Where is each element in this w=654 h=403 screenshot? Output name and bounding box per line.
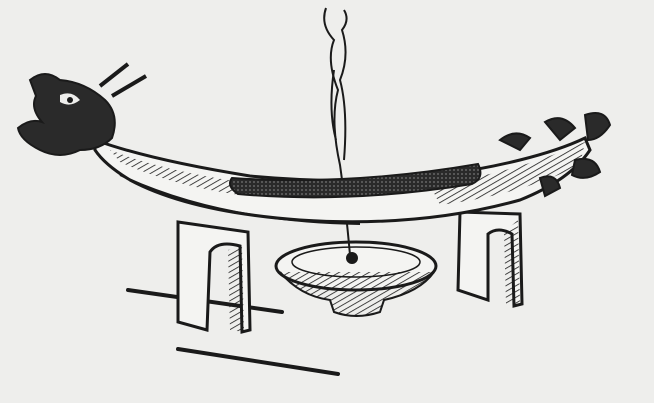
dragon-boat (93, 135, 592, 225)
left-stand (176, 220, 252, 334)
dragon-head (16, 62, 148, 156)
incense-bowl (274, 240, 438, 317)
dragon-tail (498, 112, 612, 198)
right-stand (456, 210, 524, 308)
